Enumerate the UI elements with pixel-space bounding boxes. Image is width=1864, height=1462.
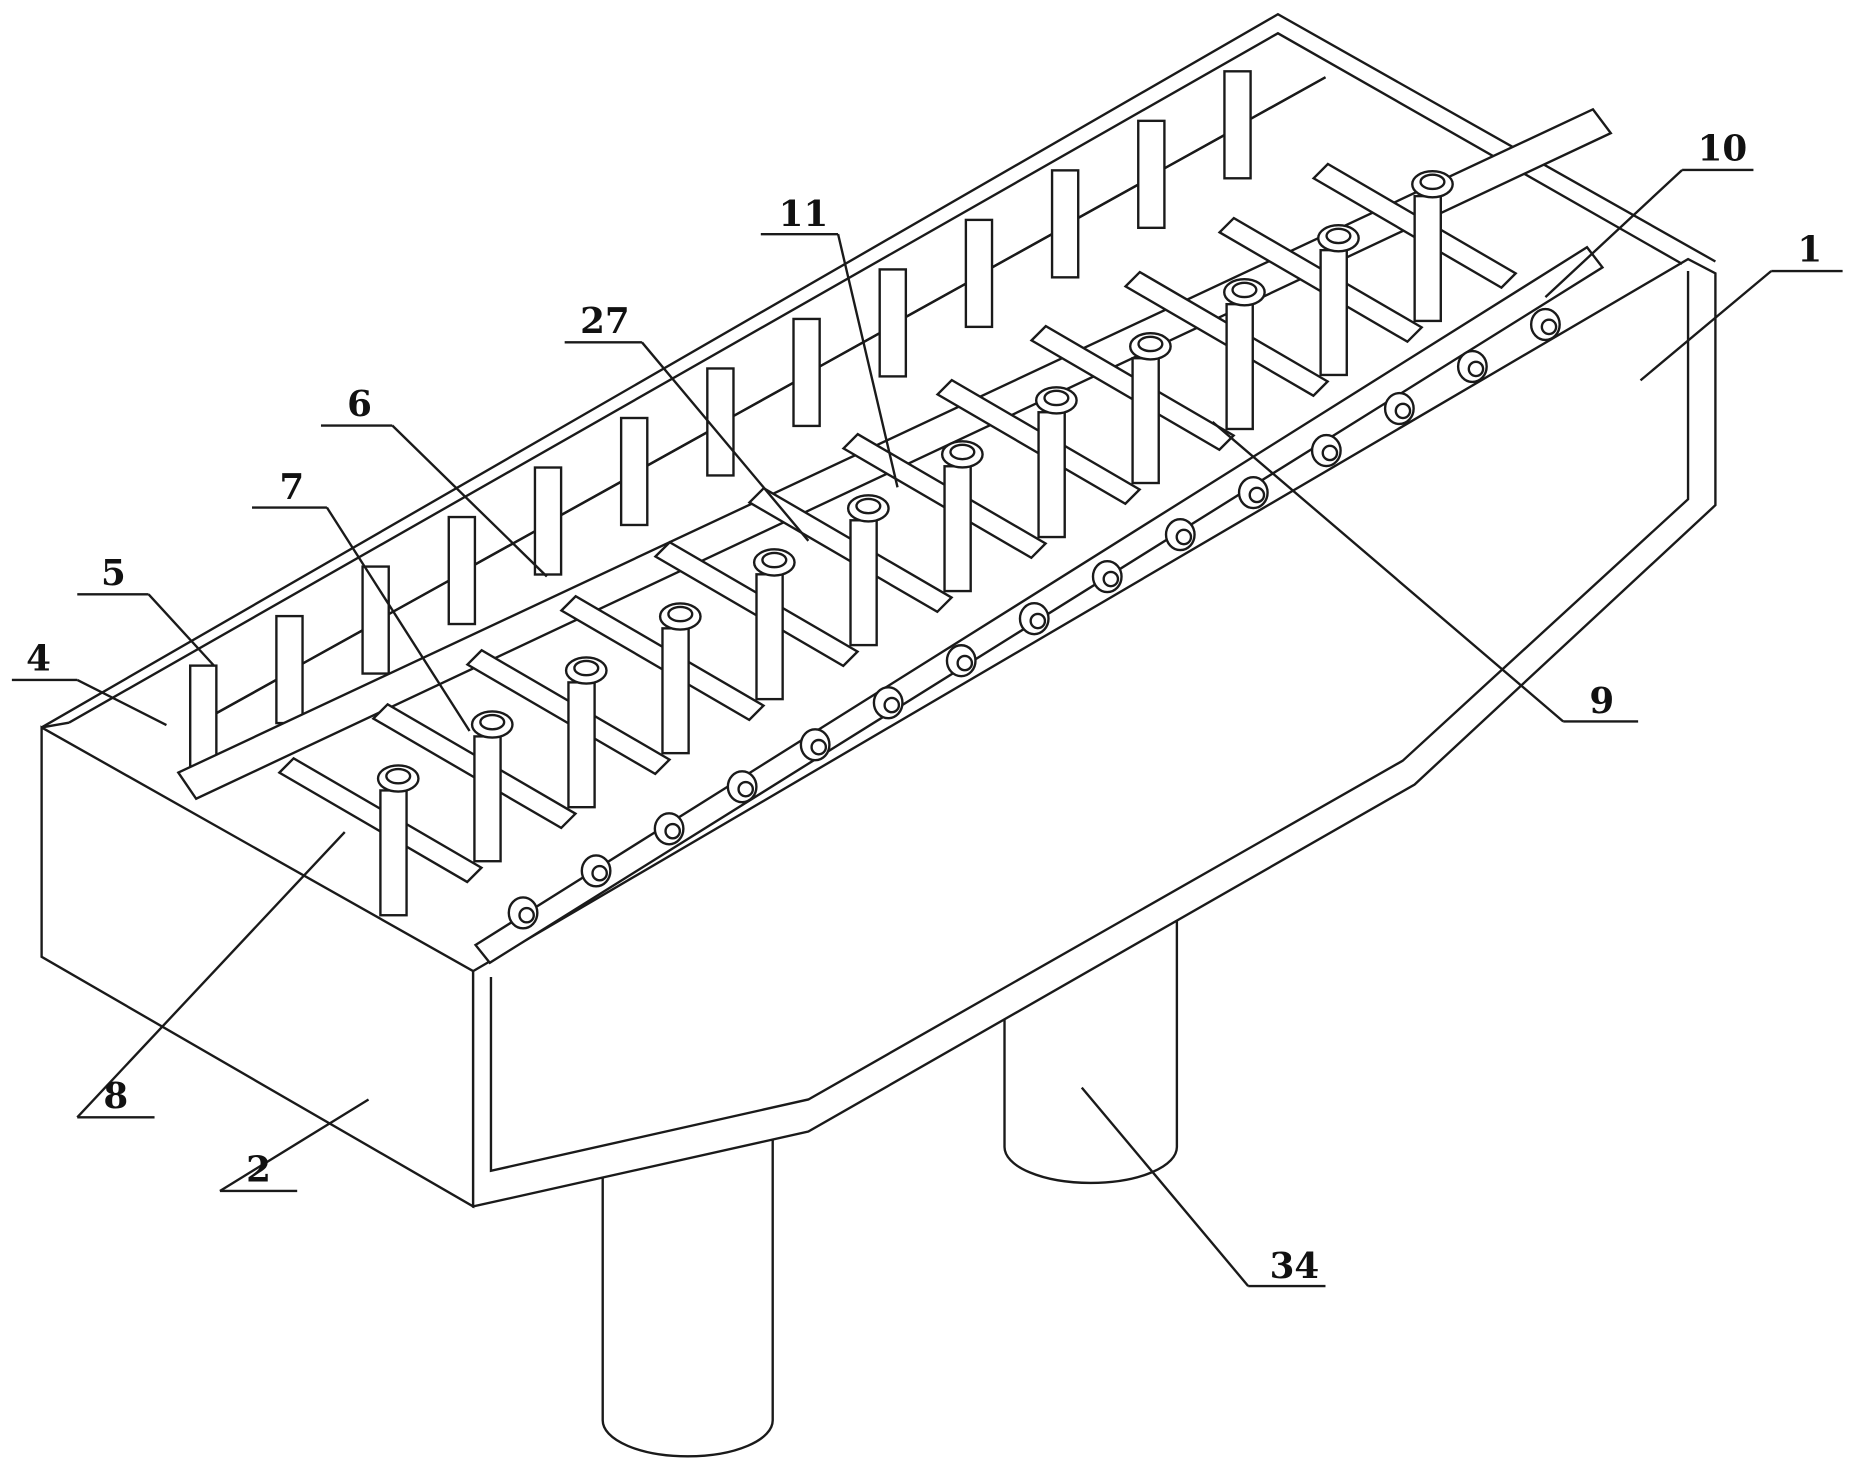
back-post: [276, 616, 302, 723]
back-post: [707, 368, 733, 475]
label-4: 4: [26, 638, 51, 679]
back-post: [880, 269, 906, 376]
back-post: [794, 319, 820, 426]
back-post: [449, 517, 475, 624]
label-9: 9: [1589, 681, 1614, 722]
support-post: [756, 574, 782, 699]
pillar-left: [603, 1129, 773, 1456]
label-1: 1: [1797, 229, 1822, 270]
label-7: 7: [279, 467, 304, 508]
support-post: [1321, 250, 1347, 375]
back-roller-fill: [1251, 77, 1326, 119]
label-6: 6: [347, 384, 372, 425]
label-11: 11: [779, 194, 829, 235]
label-10: 10: [1698, 128, 1748, 169]
side-panel-left: [42, 727, 474, 1206]
support-post: [1133, 358, 1159, 483]
back-post: [966, 220, 992, 327]
back-post: [1052, 170, 1078, 277]
label-2: 2: [246, 1149, 271, 1190]
support-post: [851, 520, 877, 645]
support-post: [474, 736, 500, 861]
leader-line: [220, 1099, 369, 1191]
support-post: [380, 790, 406, 915]
support-post: [1039, 412, 1065, 537]
back-post: [1224, 71, 1250, 178]
support-post: [1227, 304, 1253, 429]
back-post: [621, 418, 647, 525]
support-post: [1415, 196, 1441, 321]
label-8: 8: [103, 1076, 128, 1117]
label-5: 5: [101, 553, 126, 594]
leader-line: [77, 680, 166, 725]
support-post: [945, 466, 971, 591]
label-27: 27: [580, 301, 630, 342]
back-post: [1138, 121, 1164, 228]
label-34: 34: [1270, 1246, 1320, 1287]
back-post: [535, 468, 561, 575]
leader-line: [149, 594, 214, 665]
support-post: [568, 682, 594, 807]
support-post: [662, 628, 688, 753]
